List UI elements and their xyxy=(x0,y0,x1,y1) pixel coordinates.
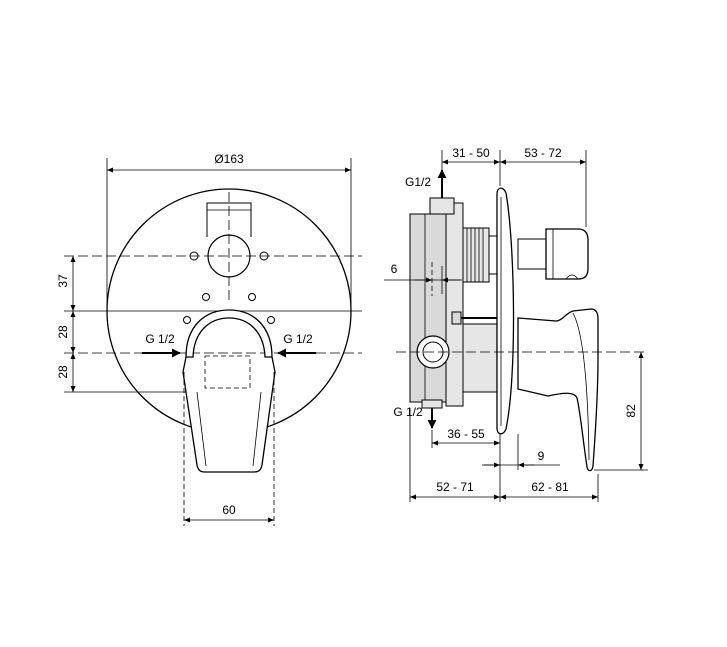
diverter-block xyxy=(462,323,498,393)
dimension-28-upper-label: 28 xyxy=(56,325,70,339)
lever-handle-side xyxy=(517,308,599,472)
screw-hole-lower-right xyxy=(267,316,275,324)
lever-facet-line-left xyxy=(196,391,207,467)
side-view: 31 - 50 53 - 72 G1/2 6 G 1/2 36 - 55 9 5… xyxy=(384,146,648,502)
diverter-neck xyxy=(517,238,547,270)
screw-hole-lower-left xyxy=(183,316,191,324)
dimension-37-label: 37 xyxy=(56,274,70,288)
lever-side-contour-line xyxy=(572,312,590,461)
lever-facet-line-right xyxy=(252,391,262,467)
inlet-left-label: G 1/2 xyxy=(145,332,175,346)
dimension-28-lower-label: 28 xyxy=(56,365,70,379)
dimension-9-label: 9 xyxy=(538,449,545,463)
bottom-outlet-label: G 1/2 xyxy=(393,405,423,419)
top-outlet-label: G1/2 xyxy=(405,175,431,189)
dimension-31-50-label: 31 - 50 xyxy=(452,146,490,160)
bottom-outlet-stub xyxy=(421,399,443,409)
dimension-53-72-label: 53 - 72 xyxy=(524,146,562,160)
diameter-label: Ø163 xyxy=(214,152,244,166)
mounting-ear-left xyxy=(189,251,199,261)
dimension-36-55-label: 36 - 55 xyxy=(447,427,485,441)
top-outlet-stub xyxy=(429,197,455,215)
screw-hole-upper-left xyxy=(202,293,210,301)
dimension-6-label: 6 xyxy=(391,262,398,276)
mounting-body xyxy=(409,213,449,403)
dimension-52-71-label: 52 - 71 xyxy=(436,480,474,494)
mounting-bracket xyxy=(445,202,464,407)
lever-hidden-outline xyxy=(204,355,251,389)
front-view: Ø163 37 28 28 G 1/2 G 1/2 xyxy=(56,152,362,526)
dimension-60-label: 60 xyxy=(222,503,236,517)
diverter-knob xyxy=(545,228,589,280)
outlet-housing-outline xyxy=(206,202,252,237)
stud-bolt-head xyxy=(451,311,462,325)
diverter-hole xyxy=(207,234,251,278)
inlet-right-label: G 1/2 xyxy=(283,332,313,346)
lever-handle-body xyxy=(182,356,276,473)
mounting-ear-right xyxy=(259,251,269,261)
screw-hole-upper-right xyxy=(248,293,256,301)
lever-handle-cap xyxy=(185,309,273,358)
dimension-82-label: 82 xyxy=(624,404,638,418)
diverter-knob-grip-notch xyxy=(565,274,579,280)
cover-plate-side xyxy=(496,187,515,435)
dimension-62-81-label: 62 - 81 xyxy=(531,480,569,494)
